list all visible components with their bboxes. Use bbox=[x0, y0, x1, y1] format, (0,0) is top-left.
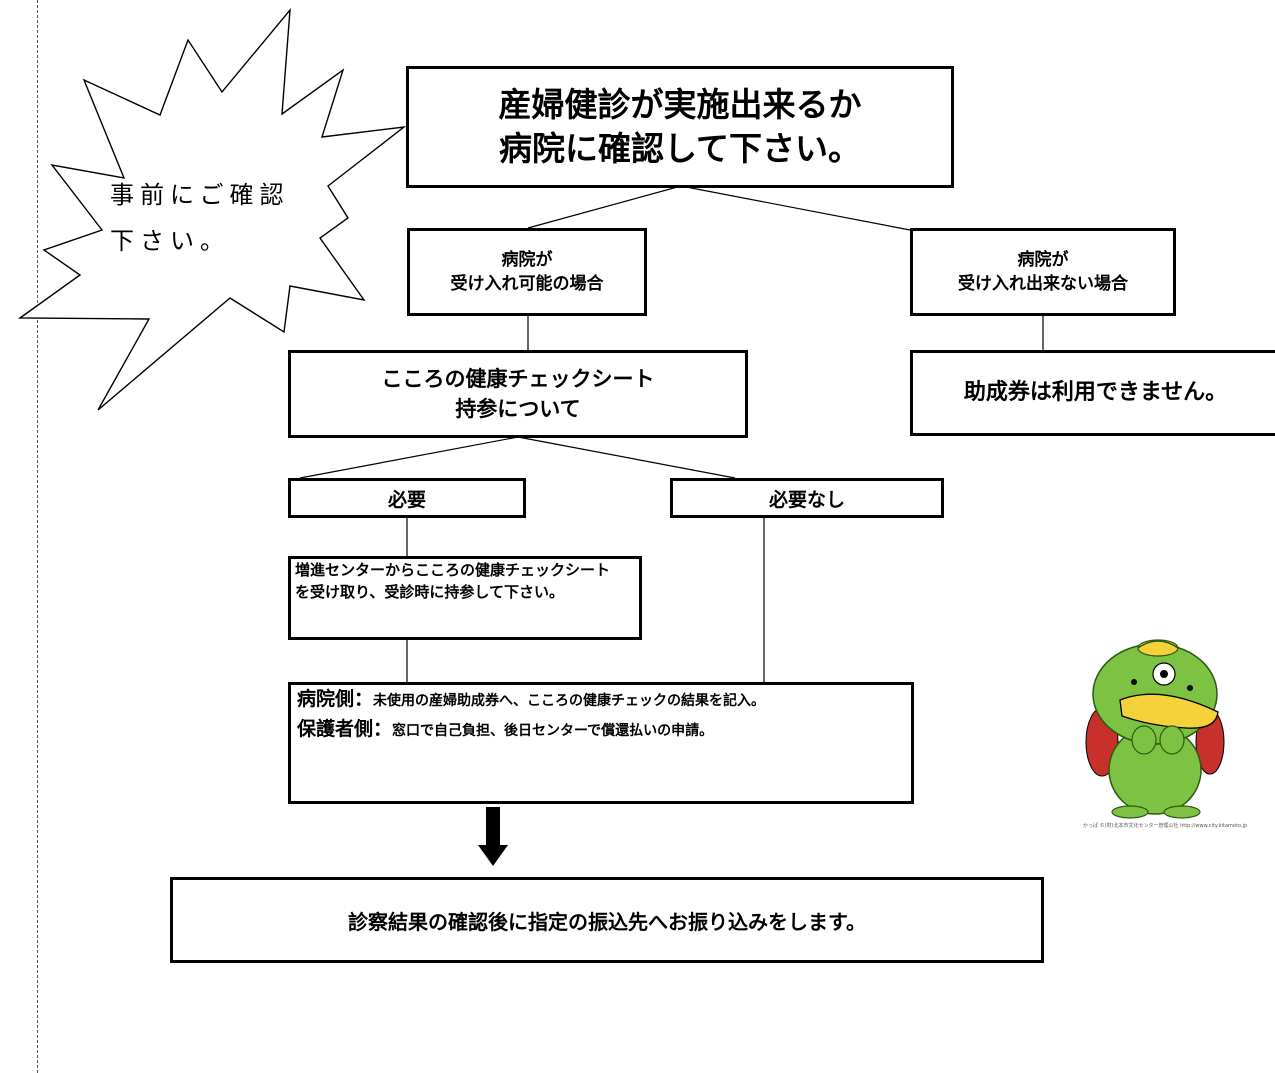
down-arrow-icon bbox=[478, 807, 508, 866]
receive-sheet-line-1: 増進センターからこころの健康チェックシート bbox=[295, 561, 611, 579]
procedure-hospital-row: 病院側：未使用の産婦助成券へ、こころの健康チェックの結果を記入。 bbox=[297, 685, 765, 715]
connector-top-right bbox=[680, 185, 911, 231]
title-line-2: 病院に確認して下さい。 bbox=[498, 129, 861, 168]
hospital-ng-line-1: 病院が bbox=[1017, 250, 1069, 270]
voucher-unavailable-box: 助成券は利用できません。 bbox=[910, 350, 1275, 436]
voucher-unavailable-text: 助成券は利用できません。 bbox=[963, 380, 1228, 405]
title-box: 産婦健診が実施出来るか 病院に確認して下さい。 bbox=[406, 66, 954, 188]
final-box: 診察結果の確認後に指定の振込先へお振り込みをします。 bbox=[170, 877, 1044, 963]
procedure-guardian-text: 窓口で自己負担、後日センターで償還払いの申請。 bbox=[392, 723, 714, 739]
mascot-caption: かっぱ ©(財)北本市文化センター管理公社 http://www.city.ki… bbox=[1083, 823, 1248, 829]
receive-sheet-line-2: を受け取り、受診時に持参して下さい。 bbox=[295, 583, 564, 601]
starburst-shape bbox=[17, 7, 407, 411]
hospital-ok-box: 病院が 受け入れ可能の場合 bbox=[407, 228, 647, 316]
checksheet-line-2: 持参について bbox=[455, 397, 581, 421]
not-required-text: 必要なし bbox=[768, 488, 845, 511]
required-box: 必要 bbox=[288, 478, 526, 518]
title-line-1: 産婦健診が実施出来るか bbox=[498, 85, 862, 124]
kappa-mascot-image bbox=[1085, 639, 1225, 819]
final-text: 診察結果の確認後に指定の振込先へお振り込みをします。 bbox=[348, 909, 866, 934]
checksheet-box: こころの健康チェックシート 持参について bbox=[288, 350, 748, 438]
hospital-ng-box: 病院が 受け入れ出来ない場合 bbox=[910, 228, 1176, 316]
procedure-box: 病院側：未使用の産婦助成券へ、こころの健康チェックの結果を記入。 保護者側：窓口… bbox=[288, 682, 914, 804]
callout-line-1: 事前にご確認 bbox=[110, 181, 290, 209]
not-required-box: 必要なし bbox=[670, 478, 944, 518]
page-margin-line bbox=[37, 0, 38, 1073]
callout-line-2: 下さい。 bbox=[110, 227, 230, 255]
receive-sheet-box: 増進センターからこころの健康チェックシート を受け取り、受診時に持参して下さい。 bbox=[288, 556, 642, 640]
connector-top-left bbox=[527, 185, 682, 229]
checksheet-line-1: こころの健康チェックシート bbox=[381, 367, 655, 391]
connector-sheet-to-required bbox=[299, 436, 519, 479]
required-text: 必要 bbox=[387, 488, 426, 511]
procedure-hospital-text: 未使用の産婦助成券へ、こころの健康チェックの結果を記入。 bbox=[373, 693, 766, 709]
hospital-ok-line-1: 病院が bbox=[501, 250, 553, 270]
procedure-hospital-label: 病院側： bbox=[297, 688, 374, 710]
hospital-ok-line-2: 受け入れ可能の場合 bbox=[450, 274, 604, 294]
procedure-guardian-row: 保護者側：窓口で自己負担、後日センターで償還払いの申請。 bbox=[297, 715, 713, 745]
procedure-guardian-label: 保護者側： bbox=[297, 718, 393, 740]
callout-text: 事前にご確認 下さい。 bbox=[110, 172, 290, 264]
hospital-ng-line-2: 受け入れ出来ない場合 bbox=[958, 274, 1128, 294]
connector-sheet-to-not-required bbox=[517, 436, 736, 479]
